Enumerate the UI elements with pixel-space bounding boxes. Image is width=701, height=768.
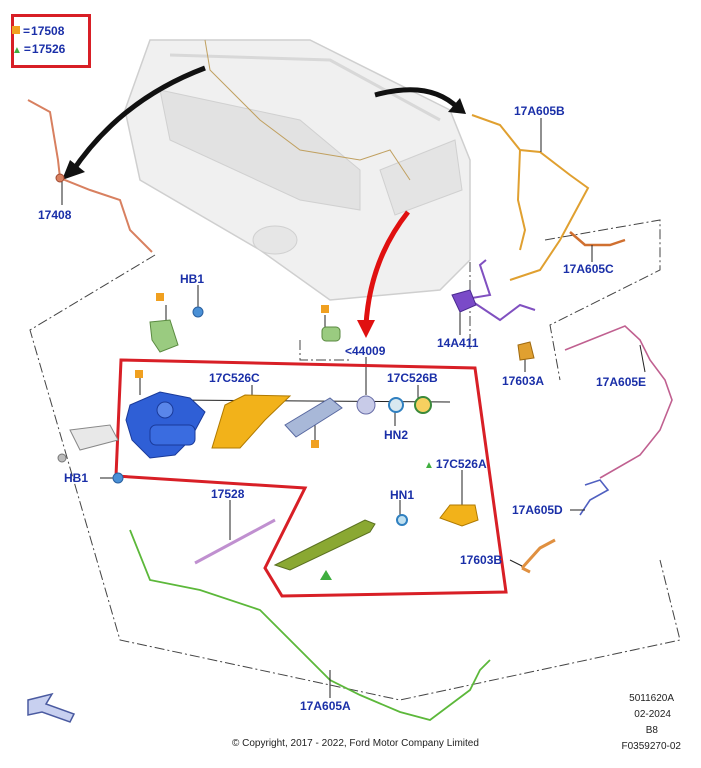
wire-17A605A <box>129 529 491 721</box>
wire-17A605C <box>569 231 626 247</box>
connector-44009 <box>321 326 341 342</box>
legend-square-icon <box>12 26 20 34</box>
callout-17408: 17408 <box>38 208 72 222</box>
wire-17603B <box>520 538 556 574</box>
callout-17603B: 17603B <box>460 553 503 567</box>
copyright-notice: © Copyright, 2017 - 2022, Ford Motor Com… <box>232 738 479 749</box>
arrow-to-17A605B <box>374 87 460 110</box>
callout-14A411: 14A411 <box>437 336 479 350</box>
wiper-arm-17526 <box>273 519 376 571</box>
wire-17528 <box>194 518 276 565</box>
cap-17C526A <box>439 504 479 527</box>
wire-vehicle-roof <box>204 39 411 181</box>
arrow-head-44009 <box>357 320 375 338</box>
square-marker <box>321 305 329 313</box>
square-marker <box>311 440 319 448</box>
wire-17A605B <box>471 114 590 281</box>
nut-HN1 <box>396 514 408 526</box>
legend-triangle-code: 17526 <box>31 42 66 56</box>
callout-17C526C: 17C526C <box>209 371 260 385</box>
callout-HB1-left: HB1 <box>64 471 89 485</box>
connector-17408 <box>55 173 65 183</box>
arrow-to-44009 <box>363 210 410 326</box>
wire-17A605B-branch <box>516 149 527 251</box>
callout-HN1: HN1 <box>390 488 415 502</box>
callout-17A605B: 17A605B <box>514 104 565 118</box>
wire-17A605E <box>564 325 673 479</box>
legend-triangle-icon: ▲ <box>12 45 22 56</box>
direction-arrows <box>62 65 466 338</box>
outline-inner <box>299 340 350 361</box>
legend-triangle-row: ▲=17526 <box>12 42 65 56</box>
arrow-to-17408 <box>69 65 206 174</box>
arrow-head-17408 <box>62 160 85 180</box>
callout-17A605E: 17A605E <box>596 375 647 389</box>
trim-17C526C <box>211 394 292 449</box>
wiper-motor <box>125 391 206 459</box>
callout-17C526B: 17C526B <box>387 371 438 385</box>
legend-equals: = <box>23 24 31 38</box>
callout-HN2: HN2 <box>384 428 409 442</box>
callout-17C526A: 17C526A <box>424 457 487 471</box>
legend-square-code: 17508 <box>31 24 65 38</box>
cap-17C526B <box>414 396 432 414</box>
callout-44009: <44009 <box>345 344 386 358</box>
callout-17A605C: 17A605C <box>563 262 614 276</box>
callout-HB1-top: HB1 <box>180 272 205 286</box>
legend-equals: = <box>23 42 31 56</box>
drawing-number: F0359270-02 <box>621 741 682 752</box>
outline-lower-left <box>29 254 681 701</box>
washer-44009 <box>356 395 376 415</box>
view-direction-arrow-icon <box>27 692 76 723</box>
link-bracket <box>284 397 343 438</box>
legend-square-row: =17508 <box>12 24 64 38</box>
arrow-head-17A605B <box>448 98 466 114</box>
triangle-marker <box>320 570 332 580</box>
legend-box <box>11 14 91 68</box>
nozzle-17603A <box>517 341 535 361</box>
vehicle-windows <box>159 89 361 211</box>
highlight-outline <box>114 358 508 598</box>
wire-17A605D <box>579 479 610 516</box>
components <box>55 173 535 580</box>
vehicle-wheel-arch <box>252 225 298 255</box>
bracket-parts-left <box>57 306 204 484</box>
wire-17408 <box>27 99 153 253</box>
vehicle-roof-rail <box>169 53 441 122</box>
square-marker <box>156 293 164 301</box>
drawing-revision: B8 <box>645 725 658 736</box>
drawing-date: 02-2024 <box>634 709 671 720</box>
square-marker <box>135 370 143 378</box>
outline-right <box>544 219 661 381</box>
callout-17A605A: 17A605A <box>300 699 351 713</box>
wiring-harnesses <box>27 39 673 721</box>
vehicle-silhouette <box>124 39 471 301</box>
vehicle-rear-window <box>379 139 463 216</box>
nut-HN2 <box>388 397 404 413</box>
callout-17603A: 17603A <box>502 374 545 388</box>
callout-17528: 17528 <box>211 487 245 501</box>
drawing-id: 5011620A <box>629 693 674 704</box>
wire-14A411 <box>459 259 536 322</box>
leader-lines <box>61 118 646 698</box>
pump-14A411 <box>451 289 477 313</box>
callout-17A605D: 17A605D <box>512 503 563 517</box>
